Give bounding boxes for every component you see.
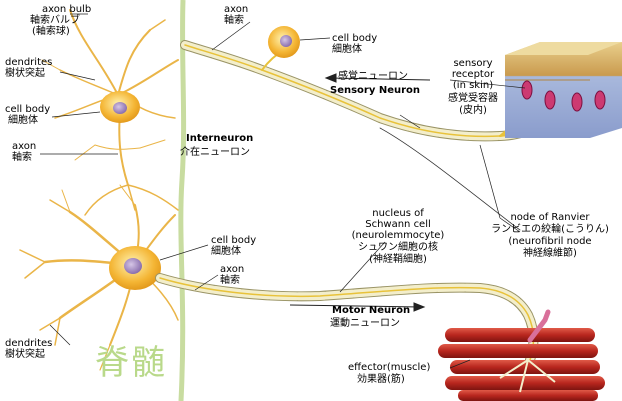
cell-body-left-jp-label: 細胞体 xyxy=(8,115,38,126)
pointer-lines xyxy=(40,13,526,369)
skin-block xyxy=(505,42,622,138)
axon-bulb-jp-label: 軸索バルブ xyxy=(30,15,80,26)
direction-arrows xyxy=(289,73,431,312)
axon-top-jp-label: 軸索 xyxy=(224,15,244,26)
sensory-receptor2-label: receptor xyxy=(451,69,495,80)
spinal-cord-line xyxy=(178,0,187,401)
spinal-cord-label: 脊髄 xyxy=(95,343,167,383)
ranvier-label: node of Ranvier xyxy=(510,212,590,223)
dendrites-bottom-label: dendrites xyxy=(5,338,53,349)
sensory-receptor-jp2-label: (皮内) xyxy=(459,105,487,116)
cell-body-motor-jp-label: 細胞体 xyxy=(211,246,241,257)
sensory-receptor3-label: (in skin) xyxy=(452,80,494,91)
effector-jp-label: 効果器(筋) xyxy=(357,374,405,385)
motor-neuron-nucleus xyxy=(124,258,142,274)
axon-left-label: axon xyxy=(12,141,37,152)
schwann-label-3: (neurolemmocyte) xyxy=(351,230,445,241)
ranvier-jp2-label: 神経線維節) xyxy=(523,248,577,259)
sensory-neuron-label: Sensory Neuron xyxy=(330,85,421,96)
effector-label: effector(muscle) xyxy=(348,362,431,373)
sensory-neuron-jp-label: 感覚ニューロン xyxy=(338,71,408,82)
cell-body-top-label: cell body xyxy=(332,33,378,44)
axon-bulb-label: axon bulb xyxy=(42,4,92,15)
cell-body-motor-label: cell body xyxy=(211,235,257,246)
muscle-bundle xyxy=(438,309,605,401)
sensory-receptor-jp-label: 感覚受容器 xyxy=(448,93,498,104)
cell-body-left-label: cell body xyxy=(5,104,51,115)
interneuron-jp-label: 介在ニューロン xyxy=(180,147,250,158)
schwann-jp2-label: (神経鞘細胞) xyxy=(369,254,427,265)
axon-motor-jp-label: 軸索 xyxy=(220,275,240,286)
interneuron xyxy=(41,9,179,216)
interneuron-to-motor-axon xyxy=(379,127,521,231)
dendrites-top-jp-label: 樹状突起 xyxy=(5,68,45,79)
schwann-label-1: nucleus of xyxy=(372,208,424,219)
dendrites-bottom-jp-label: 樹状突起 xyxy=(5,349,45,360)
sensory-receptor-label: sensory xyxy=(453,58,493,69)
dendrites-top-label: dendrites xyxy=(5,57,53,68)
ranvier2-label: (neurofibril node xyxy=(508,236,592,247)
motor-neuron-jp-label: 運動ニューロン xyxy=(330,318,400,329)
axon-top-label: axon xyxy=(224,4,249,15)
axon-bulb-jp2-label: (軸索球) xyxy=(32,26,70,37)
motor-axon xyxy=(155,273,539,365)
sensory-nucleus xyxy=(280,35,292,47)
motor-neuron-label: Motor Neuron xyxy=(332,305,411,316)
cell-body-top-jp-label: 細胞体 xyxy=(332,44,362,55)
interneuron-nucleus xyxy=(113,102,127,114)
schwann-jp-label: シュワン細胞の核 xyxy=(358,242,438,253)
axon-left-jp-label: 軸索 xyxy=(12,152,32,163)
axon-motor-label: axon xyxy=(220,264,245,275)
interneuron-label: Interneuron xyxy=(186,133,254,144)
schwann-label-2: Schwann cell xyxy=(365,219,431,230)
ranvier-jp-label: ランビエの絞輪(こうりん) xyxy=(491,224,609,235)
